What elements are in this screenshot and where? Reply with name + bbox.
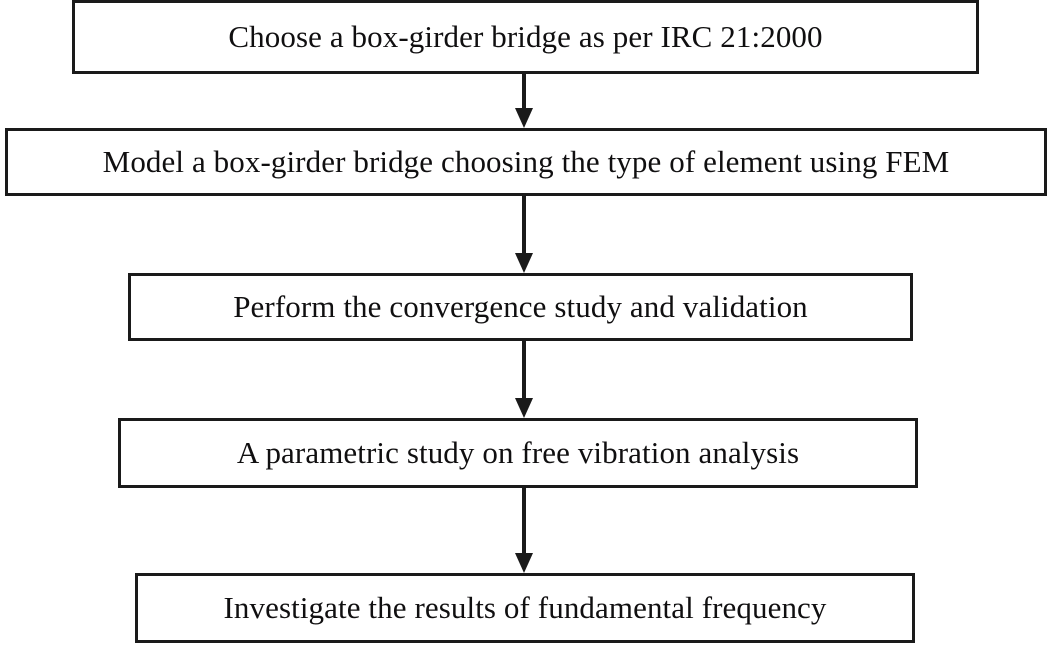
flowchart-node-1: Choose a box-girder bridge as per IRC 21…	[72, 0, 979, 74]
flowchart-arrow-4	[514, 488, 534, 573]
flowchart-node-3: Perform the convergence study and valida…	[128, 273, 913, 341]
flowchart-node-1-label: Choose a box-girder bridge as per IRC 21…	[228, 18, 823, 54]
flowchart-node-2: Model a box-girder bridge choosing the t…	[5, 128, 1047, 196]
flowchart-node-5-label: Investigate the results of fundamental f…	[223, 589, 827, 625]
flowchart-node-2-label: Model a box-girder bridge choosing the t…	[102, 143, 950, 179]
flowchart-node-3-label: Perform the convergence study and valida…	[233, 288, 808, 324]
flowchart-arrow-1	[514, 74, 534, 128]
flowchart-arrow-2	[514, 196, 534, 273]
flowchart-node-5: Investigate the results of fundamental f…	[135, 573, 915, 643]
flowchart-node-4: A parametric study on free vibration ana…	[118, 418, 918, 488]
flowchart-arrow-3	[514, 341, 534, 418]
flowchart-node-4-label: A parametric study on free vibration ana…	[236, 434, 800, 470]
